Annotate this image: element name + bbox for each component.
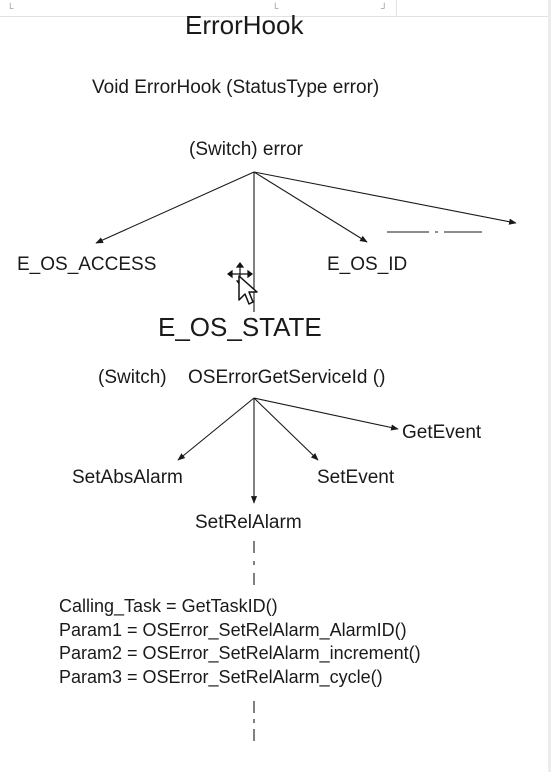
move-cursor-icon xyxy=(227,262,258,305)
edge-svc-setabsalarm xyxy=(177,397,255,461)
corner-mark-icon: └ xyxy=(272,3,279,13)
code-line: Calling_Task = GetTaskID() xyxy=(59,596,278,616)
service-setabsalarm: SetAbsAlarm xyxy=(72,467,183,488)
code-line: Param2 = OSError_SetRelAlarm_increment() xyxy=(59,643,421,663)
edge-error-id xyxy=(253,171,368,243)
edge-svc-setevent xyxy=(253,397,319,461)
service-setevent: SetEvent xyxy=(317,467,395,488)
code-line: Param1 = OSError_SetRelAlarm_AlarmID() xyxy=(59,619,407,640)
code-line: Param3 = OSError_SetRelAlarm_cycle() xyxy=(59,666,383,687)
diagram-title: ErrorHook xyxy=(185,10,304,40)
corner-mark-icon: └ xyxy=(7,3,14,13)
edge-error-more xyxy=(253,171,517,225)
corner-mark-icon: ┘ xyxy=(381,3,388,13)
switch-service-prefix: (Switch) xyxy=(98,367,167,388)
service-setrelalarm: SetRelAlarm xyxy=(195,512,302,533)
toolbar-divider xyxy=(396,0,397,16)
edge-svc-getevent xyxy=(253,397,399,431)
top-toolbar: └ └ ┘ xyxy=(0,0,551,17)
edge-error-access xyxy=(95,171,255,244)
scrollbar-track[interactable] xyxy=(548,0,551,772)
branch-e-os-id: E_OS_ID xyxy=(327,254,408,275)
switch-service-call: OSErrorGetServiceId () xyxy=(188,367,386,388)
service-getevent: GetEvent xyxy=(402,422,482,443)
branch-e-os-access: E_OS_ACCESS xyxy=(17,254,157,275)
function-signature: Void ErrorHook (StatusType error) xyxy=(92,77,380,98)
code-block: Calling_Task = GetTaskID() Param1 = OSEr… xyxy=(59,595,421,689)
switch-error-label: (Switch) error xyxy=(189,139,304,160)
branch-e-os-state: E_OS_STATE xyxy=(158,312,322,342)
